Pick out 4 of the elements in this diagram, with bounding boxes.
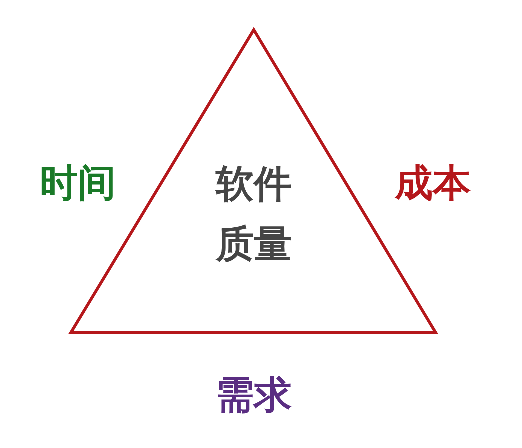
base-label: 需求 [215, 372, 293, 419]
node-title: 软件质量 [214, 161, 293, 268]
side-label: 时间 [39, 160, 117, 207]
side-label: 成本 [394, 160, 472, 207]
